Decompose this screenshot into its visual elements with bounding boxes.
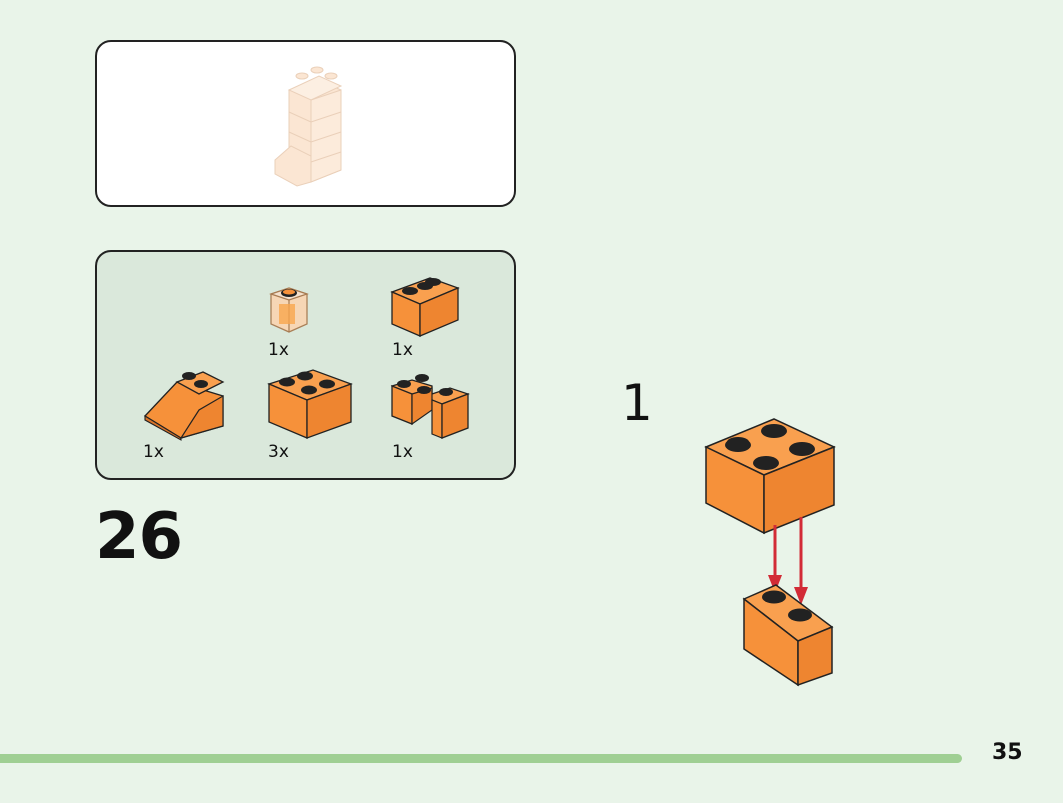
- part-quantity: 1x: [392, 340, 413, 360]
- orange-1x2-brick-bottom: [742, 584, 834, 687]
- arrow-down-icon: [768, 525, 782, 593]
- step-number: 26: [95, 500, 183, 574]
- tower-preview-image: [274, 66, 343, 187]
- part-quantity: 1x: [143, 442, 164, 462]
- page-number: 35: [992, 740, 1023, 765]
- part-quantity: 1x: [268, 340, 289, 360]
- orange-2x2-brick-top: [704, 418, 836, 535]
- build-preview-panel: [95, 40, 516, 207]
- assembly-illustration: [690, 405, 850, 699]
- sub-step-number: 1: [621, 374, 653, 432]
- arrow-down-icon: [794, 517, 808, 605]
- part-quantity: 3x: [268, 442, 289, 462]
- part-quantity: 1x: [392, 442, 413, 462]
- progress-bar: [0, 754, 962, 763]
- parts-list-panel: 1x 1x 1x: [95, 250, 516, 480]
